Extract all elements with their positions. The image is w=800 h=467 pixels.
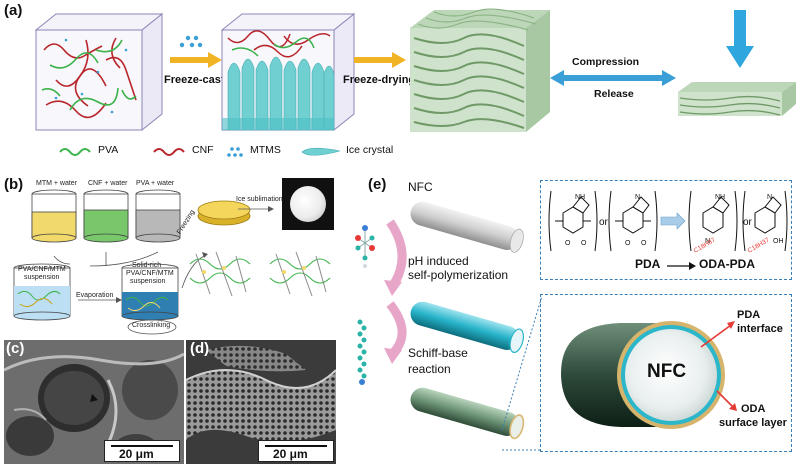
sublimation-arrow-icon bbox=[238, 206, 274, 212]
ice-crystal-legend-icon bbox=[301, 147, 341, 156]
pda-to-oda-arrow-icon bbox=[667, 262, 696, 270]
aerogel-photo bbox=[282, 178, 334, 230]
svg-text:O: O bbox=[581, 240, 587, 247]
svg-text:N: N bbox=[767, 194, 772, 201]
suspension2-line1: Solid-rich bbox=[132, 262, 162, 269]
zoom-connector-lines bbox=[501, 295, 543, 451]
suspension-beaker bbox=[13, 263, 71, 321]
double-arrow-icon bbox=[550, 70, 676, 86]
compressed-aerogel-block bbox=[678, 82, 796, 116]
dried-disc-icon bbox=[197, 200, 251, 226]
cross-section-nfc-label: NFC bbox=[647, 361, 687, 382]
scalebar-c-line bbox=[111, 445, 173, 447]
precursor-beakers bbox=[31, 189, 181, 243]
panel-e-label: (e) bbox=[368, 176, 387, 193]
precursor-cube bbox=[34, 12, 164, 132]
svg-text:O: O bbox=[641, 240, 647, 247]
mtms-drops-icon bbox=[179, 35, 203, 48]
network-schematics bbox=[189, 251, 331, 297]
nanofiber-rods bbox=[410, 201, 525, 440]
svg-text:N: N bbox=[635, 194, 640, 201]
sem-pores-c bbox=[4, 340, 184, 464]
panel-c-label: (c) bbox=[6, 340, 25, 357]
freeze-cast-cube bbox=[220, 12, 356, 132]
svg-text:O: O bbox=[565, 240, 571, 247]
legend-ice-crystal: Ice crystal bbox=[346, 144, 394, 156]
aerogel-disc bbox=[290, 186, 326, 222]
panel-d-label: (d) bbox=[190, 340, 210, 357]
panel-b-arrows bbox=[53, 251, 208, 303]
scalebar-d-text: 20 μm bbox=[273, 447, 308, 461]
ice-sublimation-label: Ice sublimation bbox=[236, 196, 283, 203]
oda-line1: ODA bbox=[741, 403, 766, 415]
process-arrows-icon bbox=[384, 219, 407, 364]
suspension1-line1: PVA/CNF/MTM bbox=[18, 266, 66, 273]
svg-text:OH: OH bbox=[773, 238, 784, 245]
suspension1-line2: suspension bbox=[24, 274, 60, 281]
release-label: Release bbox=[594, 88, 634, 100]
svg-text:C18H37: C18H37 bbox=[747, 237, 771, 255]
step2-line2: reaction bbox=[408, 362, 451, 376]
pva-legend-icon bbox=[59, 148, 91, 156]
pda-label: PDA bbox=[635, 257, 661, 271]
arrow-freeze-drying-icon bbox=[354, 52, 406, 68]
svg-text:O: O bbox=[625, 240, 631, 247]
compression-label: Compression bbox=[572, 56, 640, 68]
arrow-freeze-casting-icon bbox=[170, 52, 222, 68]
crosslinking-arrow-icon bbox=[127, 319, 177, 335]
cup1-label: MTM + water bbox=[36, 180, 78, 187]
cross-section-box: NFC PDA interface ODA surface layer bbox=[540, 294, 792, 452]
compression-arrow-icon bbox=[726, 10, 754, 68]
cup3-label: PVA + water bbox=[136, 180, 175, 187]
svg-text:N: N bbox=[705, 238, 710, 245]
legend-pva: PVA bbox=[98, 144, 119, 156]
freeze-drying-label: Freeze-drying bbox=[343, 74, 416, 86]
lamellar-aerogel-block bbox=[410, 8, 550, 132]
suspension2-line2: PVA/CNF/MTM bbox=[126, 270, 174, 277]
svg-text:NH: NH bbox=[715, 194, 725, 201]
sem-image-c: 20 μm bbox=[4, 340, 184, 464]
solid-rich-beaker bbox=[121, 263, 179, 321]
pda-interface-line1: PDA bbox=[737, 309, 761, 321]
legend-cnf: CNF bbox=[192, 144, 214, 156]
sem-image-d: 20 μm bbox=[186, 340, 336, 464]
cross-section-graphic bbox=[561, 321, 737, 429]
step1-line1: pH induced bbox=[408, 254, 469, 268]
chem-or-1: or bbox=[599, 217, 608, 228]
scalebar-d: 20 μm bbox=[258, 440, 334, 462]
cnf-legend-icon bbox=[153, 148, 185, 156]
svg-text:NH: NH bbox=[575, 194, 585, 201]
nfc-label: NFC bbox=[408, 180, 433, 194]
oda-molecule-icon bbox=[357, 319, 367, 385]
evaporation-label: Evaporation bbox=[76, 292, 114, 299]
oda-line2: surface layer bbox=[719, 417, 787, 429]
oda-pda-label: ODA-PDA bbox=[699, 257, 755, 271]
pda-interface-line2: interface bbox=[737, 323, 783, 335]
mtms-legend-icon bbox=[227, 147, 243, 157]
step1-line2: self-polymerization bbox=[408, 268, 509, 282]
suspension2-line3: suspension bbox=[130, 278, 166, 285]
pda-structure: NH N NH N O O O O N OH C18H37 C18H37 bbox=[548, 190, 788, 255]
chem-or-2: or bbox=[743, 217, 752, 228]
panel-b-label: (b) bbox=[4, 176, 24, 193]
legend-mtms: MTMS bbox=[250, 144, 281, 156]
scalebar-c-text: 20 μm bbox=[119, 447, 154, 461]
dopamine-molecule-icon bbox=[355, 225, 375, 268]
step2-line1: Schiff-base bbox=[408, 346, 468, 360]
panel-a-label: (a) bbox=[4, 2, 23, 19]
crosslinking-label: Crosslinking bbox=[132, 322, 171, 329]
sem-pores-d bbox=[186, 340, 336, 464]
panel-a-legend: PVA CNF MTMS Ice crystal bbox=[58, 142, 418, 162]
scalebar-d-line bbox=[265, 445, 327, 447]
scalebar-c: 20 μm bbox=[104, 440, 180, 462]
chemistry-box: NH N NH N O O O O N OH C18H37 C18H37 or … bbox=[540, 180, 792, 280]
cup2-label: CNF + water bbox=[88, 180, 128, 187]
